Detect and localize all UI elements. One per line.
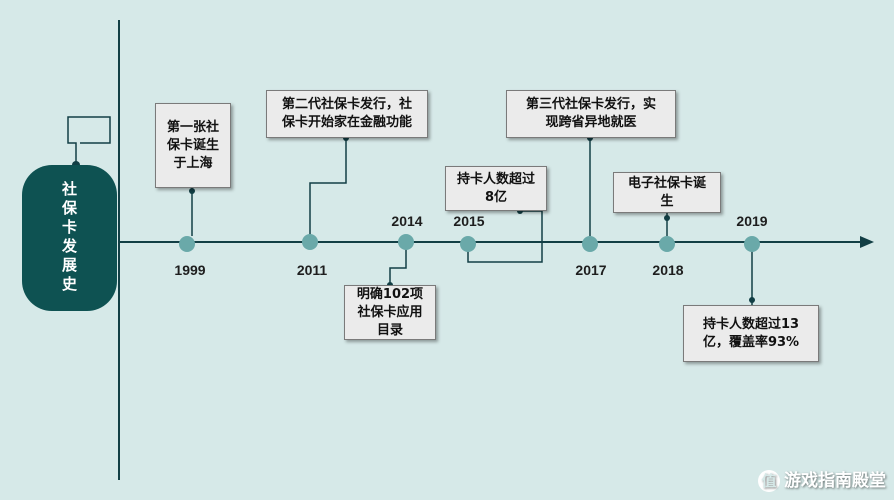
year-label-2018: 2018: [652, 262, 684, 278]
node-2014: [398, 234, 414, 250]
connector-dot-1999: [189, 188, 195, 194]
watermark-text: 游戏指南殿堂: [784, 471, 886, 491]
year-label-2015: 2015: [453, 213, 485, 229]
year-label-2019: 2019: [736, 213, 768, 229]
node-2019: [744, 236, 760, 252]
connector-dot-2019: [749, 297, 755, 303]
diagram-title: 社保卡发展史: [60, 181, 78, 295]
title-connector: [67, 116, 111, 165]
node-1999: [179, 236, 195, 252]
node-2015: [460, 236, 476, 252]
connector-2015: [467, 210, 543, 263]
node-2018: [659, 236, 675, 252]
event-box-2017: 第三代社保卡发行，实 现跨省异地就医: [506, 90, 676, 138]
node-2017: [582, 236, 598, 252]
year-label-2017: 2017: [575, 262, 607, 278]
node-2011: [302, 234, 318, 250]
watermark: 值游戏指南殿堂: [758, 466, 886, 492]
connector-2011: [309, 138, 347, 236]
event-box-2019: 持卡人数超过13 亿，覆盖率93%: [683, 305, 819, 362]
event-box-2018: 电子社保卡诞 生: [613, 172, 721, 213]
event-box-2014: 明确102项 社保卡应用 目录: [344, 285, 436, 340]
event-box-1999: 第一张社 保卡诞生 于上海: [155, 103, 231, 188]
timeline-arrowhead: [860, 236, 874, 248]
year-label-2014: 2014: [391, 213, 423, 229]
watermark-logo-icon: 值: [758, 470, 780, 492]
event-box-2011: 第二代社保卡发行，社 保卡开始家在金融功能: [266, 90, 428, 138]
title-capsule: 社保卡发展史: [22, 165, 117, 311]
event-box-2015: 持卡人数超过 8亿: [445, 166, 547, 211]
connector-dot-2018: [664, 215, 670, 221]
year-label-1999: 1999: [174, 262, 206, 278]
year-label-2011: 2011: [296, 262, 328, 278]
connector-2014: [389, 248, 407, 285]
